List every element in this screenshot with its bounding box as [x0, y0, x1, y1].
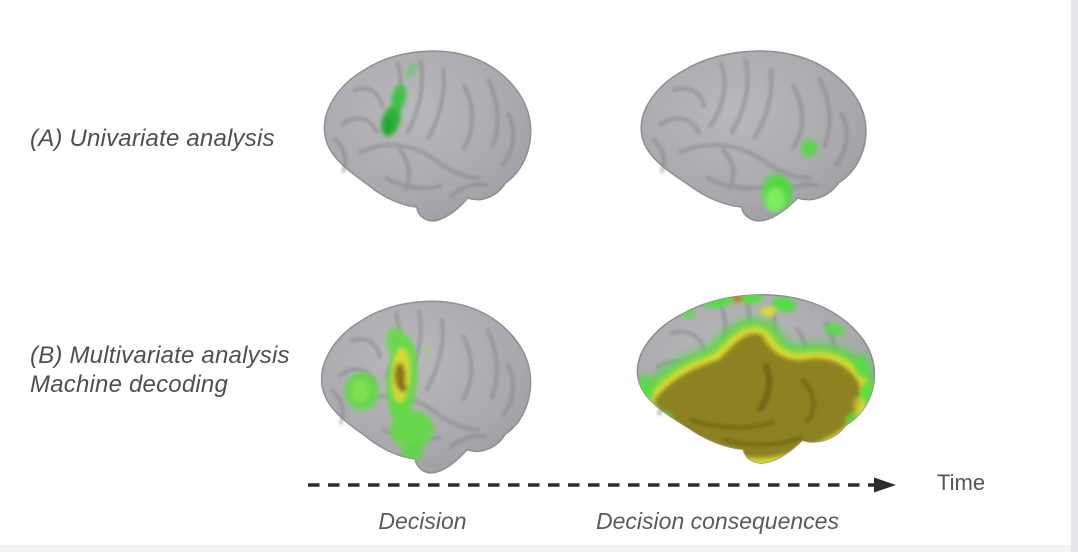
panel-a-label: (A) Univariate analysis	[30, 125, 275, 152]
activation-frontal-cluster	[345, 327, 434, 461]
arrowhead-icon	[874, 477, 896, 493]
page-edge-bottom	[0, 545, 1071, 552]
brain-multivariate-consequences	[636, 293, 876, 464]
panel-b-label: (B) Multivariate analysis Machine decodi…	[30, 341, 290, 399]
activation-green-premotor	[381, 62, 418, 137]
panel-b-label-line1: (B) Multivariate analysis	[30, 342, 290, 369]
activation-green-temporal-pole	[762, 139, 818, 212]
time-axis-label: Time	[937, 470, 986, 495]
scrollbar-track-right[interactable]	[1071, 0, 1078, 552]
time-axis-arrow	[308, 477, 896, 493]
brain-multivariate-decision	[320, 300, 532, 474]
timeline-label-decision-consequences: Decision consequences	[596, 508, 839, 534]
timeline-label-decision: Decision	[378, 508, 467, 534]
brain-univariate-consequences	[640, 50, 867, 222]
panel-b-label-line2: Machine decoding	[30, 371, 229, 398]
brain-univariate-decision	[323, 50, 532, 222]
